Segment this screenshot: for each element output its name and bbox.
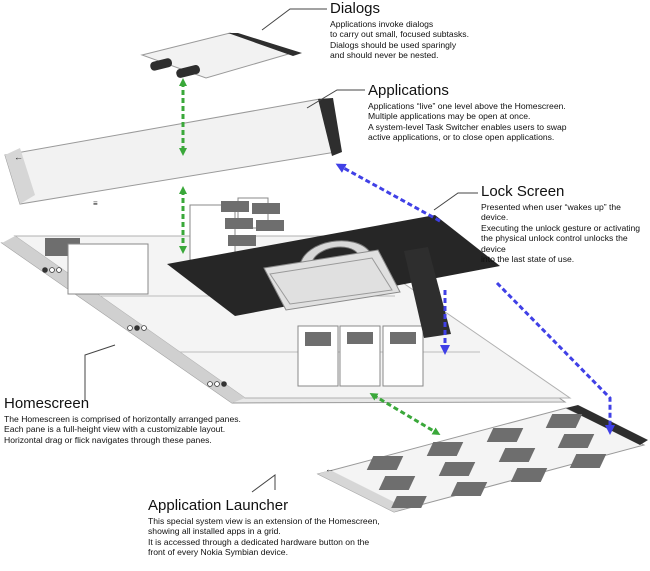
launcher-title: Application Launcher xyxy=(148,497,289,514)
widget-box xyxy=(67,243,149,295)
applications-layer: ← ≡ xyxy=(4,98,342,261)
lock-screen-layer xyxy=(167,215,500,338)
leader-lines xyxy=(84,8,478,493)
applications-desc: Applications “live” one level above the … xyxy=(368,101,567,143)
blue-arrows xyxy=(335,163,615,435)
homescreen-title: Homescreen xyxy=(4,395,90,412)
padlock-icon xyxy=(263,240,401,311)
back-arrow-icon: ← xyxy=(14,152,23,162)
menu-icon: ≡ xyxy=(93,199,98,208)
homescreen-desc: The Homescreen is comprised of horizonta… xyxy=(4,414,241,445)
app-grid xyxy=(366,414,607,508)
launcher-layer: ← xyxy=(316,405,648,513)
page-indicator-icon xyxy=(42,267,227,387)
lock-screen-label: Lock Screen Presented when user “wakes u… xyxy=(481,183,649,264)
green-arrows xyxy=(179,78,441,436)
launcher-desc: This special system view is an extension… xyxy=(148,516,380,558)
lock-screen-title: Lock Screen xyxy=(481,183,565,200)
applications-label: Applications Applications “live” one lev… xyxy=(368,82,638,143)
homescreen-label: Homescreen The Homescreen is comprised o… xyxy=(4,395,294,445)
homescreen-layer xyxy=(0,235,572,404)
applications-title: Applications xyxy=(368,82,449,99)
dialogs-layer xyxy=(140,32,302,79)
dialogs-desc: Applications invoke dialogs to carry out… xyxy=(330,19,469,61)
dialogs-label: Dialogs Applications invoke dialogs to c… xyxy=(330,0,550,61)
dialogs-title: Dialogs xyxy=(330,0,381,17)
back-arrow-icon: ← xyxy=(325,464,334,474)
launcher-label: Application Launcher This special system… xyxy=(148,497,448,558)
lock-screen-desc: Presented when user “wakes up” the devic… xyxy=(481,202,641,265)
